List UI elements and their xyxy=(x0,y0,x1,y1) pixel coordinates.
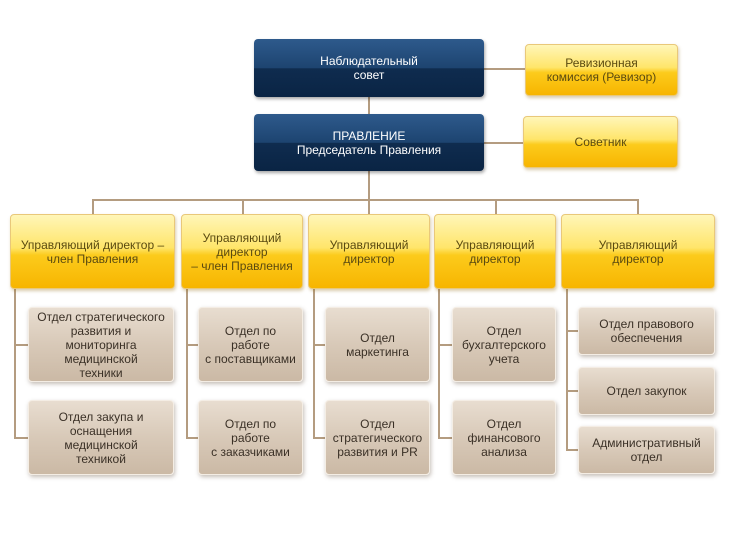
supervisory-board-box[interactable]: Наблюдательный совет xyxy=(254,39,484,97)
advisor-label: Советник xyxy=(574,135,627,149)
department-label: Отдел стратегического развития и PR xyxy=(332,416,423,459)
connector-col1-trunk xyxy=(14,289,16,439)
director-box-2[interactable]: Управляющий директор – член Правления xyxy=(181,214,303,289)
department-box[interactable]: Административный отдел xyxy=(578,426,715,474)
department-box[interactable]: Отдел стратегического развития и PR xyxy=(325,400,430,475)
director-box-4[interactable]: Управляющий директор xyxy=(434,214,556,289)
connector-supervisory-board xyxy=(368,97,370,114)
connector-col4-trunk xyxy=(438,289,440,439)
department-label: Отдел маркетинга xyxy=(346,330,409,359)
department-box[interactable]: Отдел стратегического развития и монитор… xyxy=(28,307,174,382)
department-label: Отдел стратегического развития и монитор… xyxy=(37,309,165,380)
department-box[interactable]: Отдел по работе с заказчиками xyxy=(198,400,303,475)
director-box-1[interactable]: Управляющий директор – член Правления xyxy=(10,214,175,289)
connector-board-bus xyxy=(368,171,370,200)
connector-col4-dept1 xyxy=(438,344,452,346)
department-label: Отдел финансового анализа xyxy=(467,416,541,459)
connector-col5-dept3 xyxy=(566,449,578,451)
audit-commission-box[interactable]: Ревизионная комиссия (Ревизор) xyxy=(525,44,678,96)
connector-col3-dept1 xyxy=(313,344,325,346)
connector-col5-dept1 xyxy=(566,330,578,332)
connector-col3-trunk xyxy=(313,289,315,439)
director-title: Управляющий директор xyxy=(329,237,409,266)
department-box[interactable]: Отдел маркетинга xyxy=(325,307,430,382)
department-box[interactable]: Отдел финансового анализа xyxy=(452,400,556,475)
director-title: Управляющий директор – член Правления xyxy=(20,237,165,266)
director-title: Управляющий директор xyxy=(455,237,535,266)
connector-col1-dept1 xyxy=(14,344,28,346)
director-box-5[interactable]: Управляющий директор xyxy=(561,214,715,289)
connector-col5-trunk xyxy=(566,289,568,449)
board-label: ПРАВЛЕНИЕ Председатель Правления xyxy=(296,128,442,157)
department-box[interactable]: Отдел правового обеспечения xyxy=(578,307,715,355)
connector-col5-dept2 xyxy=(566,390,578,392)
director-box-3[interactable]: Управляющий директор xyxy=(308,214,430,289)
department-box[interactable]: Отдел закупа и оснащения медицинской тех… xyxy=(28,400,174,475)
department-label: Отдел бухгалтерского учета xyxy=(462,323,546,366)
connector-director-2 xyxy=(242,199,244,214)
connector-col4-dept2 xyxy=(438,437,452,439)
connector-director-4 xyxy=(495,199,497,214)
connector-supervisory-audit xyxy=(484,68,526,70)
connector-director-5 xyxy=(637,199,639,214)
connector-col1-dept2 xyxy=(14,437,28,439)
department-label: Отдел по работе с заказчиками xyxy=(211,416,290,459)
department-label: Отдел закупок xyxy=(606,384,687,398)
connector-col2-dept2 xyxy=(186,437,198,439)
director-title: Управляющий директор – член Правления xyxy=(191,230,293,273)
connector-col3-dept2 xyxy=(313,437,325,439)
department-box[interactable]: Отдел по работе с поставщиками xyxy=(198,307,303,382)
department-box[interactable]: Отдел бухгалтерского учета xyxy=(452,307,556,382)
supervisory-board-label: Наблюдательный совет xyxy=(320,54,418,82)
board-box[interactable]: ПРАВЛЕНИЕ Председатель Правления xyxy=(254,114,484,171)
audit-commission-label: Ревизионная комиссия (Ревизор) xyxy=(546,56,657,84)
department-label: Отдел закупа и оснащения медицинской тех… xyxy=(58,409,144,466)
connector-director-bus xyxy=(92,199,638,201)
department-label: Отдел по работе с поставщиками xyxy=(205,323,296,366)
connector-board-advisor xyxy=(484,142,524,144)
connector-col2-dept1 xyxy=(186,344,198,346)
department-label: Отдел правового обеспечения xyxy=(599,317,694,345)
department-label: Административный отдел xyxy=(592,436,701,464)
department-box[interactable]: Отдел закупок xyxy=(578,367,715,415)
advisor-box[interactable]: Советник xyxy=(523,116,678,168)
connector-director-1 xyxy=(92,199,94,214)
connector-col2-trunk xyxy=(186,289,188,439)
connector-director-3 xyxy=(368,199,370,214)
director-title: Управляющий директор xyxy=(598,237,678,266)
